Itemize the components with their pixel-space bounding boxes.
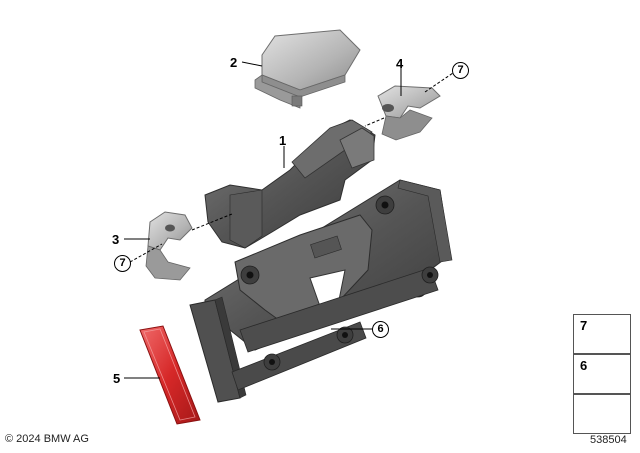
clip-part-4 [377,85,441,141]
cover-part-2 [254,29,361,109]
copyright-text: © 2024 BMW AG [5,433,89,445]
legend-box-7 [573,314,631,354]
diagram-number: 538504 [590,434,627,446]
leader-lines [124,61,454,379]
callout-4: 4 [396,56,404,71]
callout-7-left: 7 [114,255,131,272]
legend-number-6: 6 [580,358,588,373]
bracket-part-1 [204,119,376,249]
plate-carrier-frame [189,179,453,403]
callout-6: 6 [372,321,389,338]
clip-part-3 [145,211,193,281]
callout-5: 5 [113,371,121,386]
legend-box-symbol [573,394,631,434]
callout-3: 3 [112,232,120,247]
callout-7-top: 7 [452,62,469,79]
legend-box-6 [573,354,631,394]
callout-1: 1 [279,133,287,148]
callout-2: 2 [230,55,238,70]
legend-number-7: 7 [580,318,588,333]
reflector-part-5 [139,325,201,425]
